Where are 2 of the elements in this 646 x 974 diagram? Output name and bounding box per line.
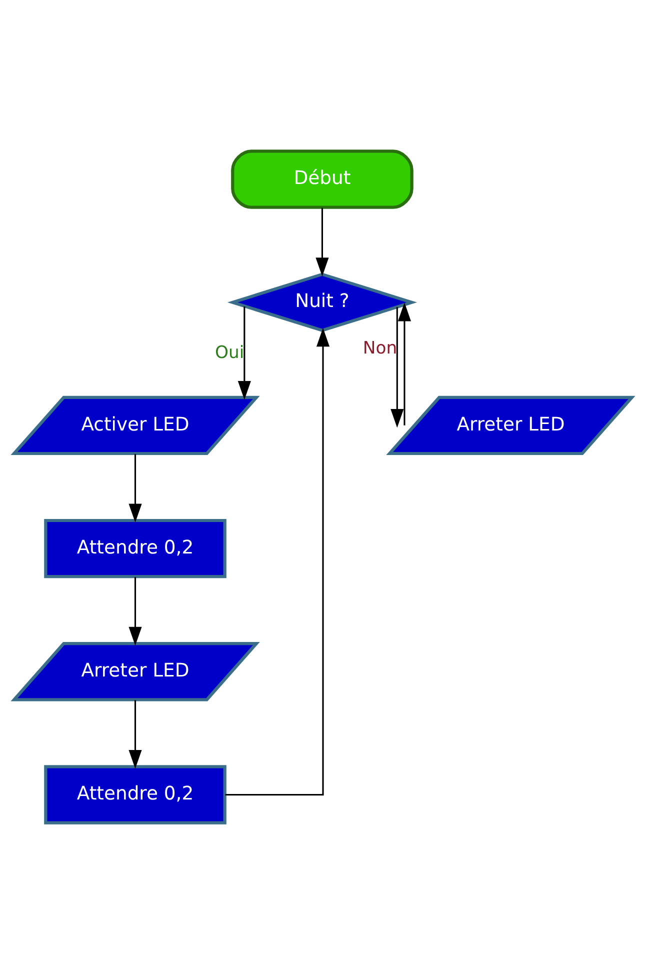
edge-label: Non — [362, 338, 398, 358]
edge-label: Oui — [215, 342, 244, 363]
